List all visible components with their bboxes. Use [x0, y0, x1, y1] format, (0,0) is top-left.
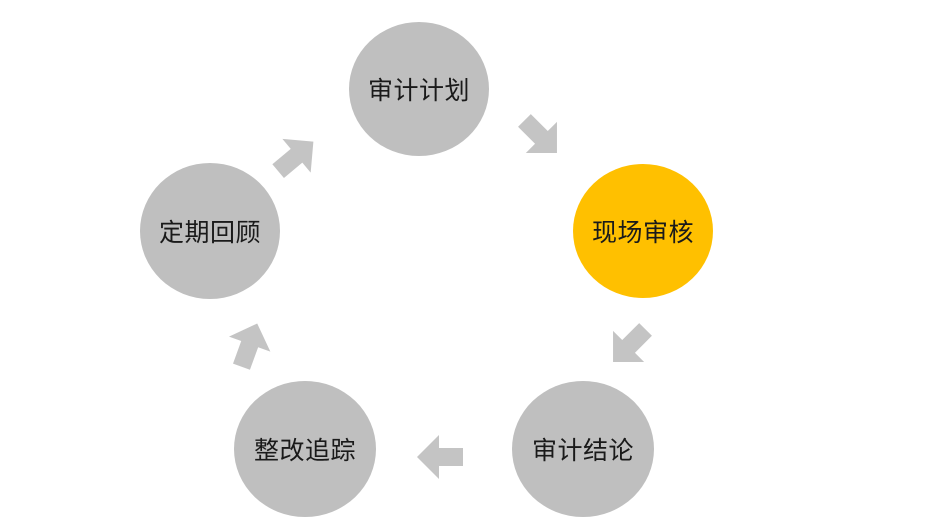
arrow-plan-to-onsite	[518, 114, 557, 153]
step-label: 审计结论	[531, 436, 634, 465]
step-label: 审计计划	[367, 76, 470, 105]
arrow-rectify-to-review	[229, 323, 271, 370]
step-label: 定期回顾	[158, 218, 261, 247]
step-periodic-review: 定期回顾	[140, 163, 280, 299]
step-onsite-audit: 现场审核	[573, 164, 713, 298]
arrow-onsite-to-conclusion	[613, 323, 652, 362]
step-rectification-tracking: 整改追踪	[234, 381, 376, 517]
step-label: 现场审核	[591, 218, 694, 247]
arrow-conclusion-to-rectify	[417, 435, 463, 479]
step-audit-conclusion: 审计结论	[512, 381, 654, 517]
step-audit-plan: 审计计划	[349, 22, 489, 156]
arrow-review-to-plan	[272, 138, 314, 179]
step-label: 整改追踪	[253, 436, 356, 465]
